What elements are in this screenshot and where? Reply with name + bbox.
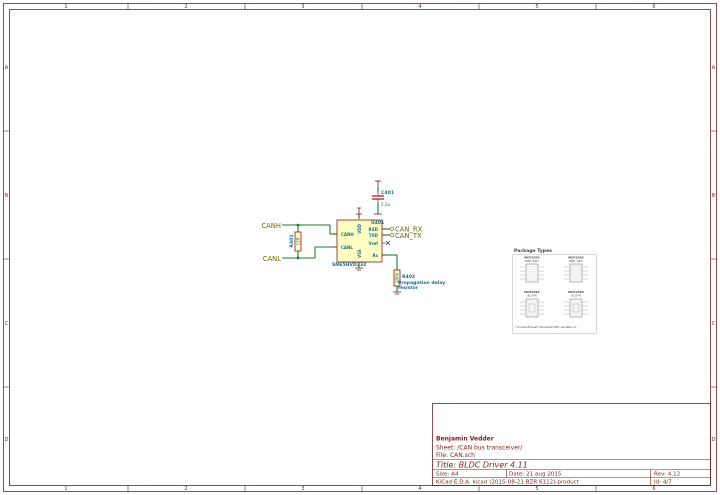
column-label-5: 5 [535,4,538,10]
package-1-chip-icon [525,263,539,283]
package-4-type: 8L DFN [571,294,580,298]
title-block-rev: Rev: 4.12 [654,472,680,478]
package-1-name: MCP2551 [524,256,540,260]
u401-pin-vref: Vref [368,241,378,246]
u401-pin-rxd: RXD [369,227,379,232]
package-3-chip-icon [525,298,539,318]
u401-body [336,219,383,263]
title-block-size: Size: A4 [436,472,459,478]
u401-pin-canh: CANH [341,232,354,237]
package-2-type: PDIP, SOIC [569,259,583,263]
column-label-1: 1 [64,4,67,10]
r401-body [294,231,302,252]
r402-body [393,269,401,287]
drawing-frame: 1 2 3 4 5 6 1 2 3 4 5 6 A B C D A B C D [3,3,717,492]
title-block-file: File: CAN.sch [436,452,475,459]
title-block-id: Id: 4/7 [654,480,672,486]
junction-canl [296,256,300,260]
net-label-canh: CANH [261,222,281,230]
title-block-date: Date: 21 aug 2015 [509,472,562,478]
u401-pin-rs: Rs [373,253,379,258]
package-inset-frame [512,254,597,334]
row-label-d-right: D [712,437,716,443]
column-label-5-bottom: 5 [535,486,538,492]
row-label-b-right: B [712,193,716,199]
row-label-d: D [5,437,9,443]
column-label-6-bottom: 6 [652,486,655,492]
net-labels: CANH CANL CAN_RX CAN_TX [261,222,422,263]
title-block: Benjamin Vedder Sheet: /CAN bus transcei… [432,403,711,486]
package-3-name: MCP2561 [524,290,540,294]
r402-note-line-2: resistor [398,285,419,291]
column-label-6: 6 [652,4,655,10]
r401-ref: R401 [289,234,295,247]
label-connector-rx-icon [389,226,395,232]
package-1-type: PDIP, SOIC [525,259,539,263]
package-2-name: MCP2562 [568,256,584,260]
title-block-sheet: Sheet: /CAN bus transceiver/ [436,445,523,452]
c401-ref: C401 [381,190,394,196]
column-label-2: 2 [184,4,187,10]
column-label-4-bottom: 4 [418,486,421,492]
net-label-can-rx: CAN_RX [395,226,423,234]
u401-pin-txd: TXD [369,233,379,238]
r402-value: 100k [395,272,400,283]
power-symbols [355,180,401,295]
net-label-can-tx: CAN_TX [395,232,422,240]
junctions [296,223,300,260]
row-label-a-right: A [712,65,716,71]
u401-ref: U401 [371,220,384,226]
label-connector-tx-icon [389,232,395,238]
r401-resistor: R401 120 [289,231,302,252]
r402-resistor: R402 100k Propagation delay resistor [393,269,445,291]
column-label-2-bottom: 2 [184,486,187,492]
r402-note-line-1: Propagation delay [398,280,445,286]
junction-canh [296,223,300,227]
net-label-canl: CANL [263,255,281,263]
package-4-name: MCP2562 [568,290,584,294]
row-label-c-right: C [712,321,716,327]
title-block-title: Title: BLDC Driver 4.11 [436,461,528,470]
package-types-inset: Package Types MCP2551 PDIP, SOIC MCP2562… [512,248,597,334]
row-label-c: C [5,321,9,327]
column-label-3-bottom: 3 [301,486,304,492]
row-label-b: B [5,193,9,199]
u401-value: SN65HVD232 [332,262,366,268]
c401-value: 2.2u [381,202,391,207]
package-2-chip-icon [569,263,583,283]
title-block-tool: KiCad E.D.A. kicad (2015-08-21 BZR 6112)… [436,480,580,486]
u401-pin-vss: VSS [357,249,362,258]
package-3-type: 8L DFN [527,294,536,298]
c401-capacitor: C401 2.2u [372,190,394,207]
package-4-chip-icon [569,298,583,318]
u401-pin-vdd: VDD [357,223,362,233]
row-label-a: A [5,65,9,71]
u401-transceiver: CANH CANL VDD VSS RXD TXD Vref Rs U401 S… [332,219,391,268]
package-inset-footnote: * Includes Exposed Thermal Pad (EP); see… [515,326,577,329]
column-label-4: 4 [418,4,421,10]
r401-value: 120 [296,237,301,245]
r402-ref: R402 [402,274,415,280]
package-inset-title: Package Types [514,248,552,254]
column-label-3: 3 [301,4,304,10]
u401-pin-canl: CANL [341,245,353,250]
title-block-author: Benjamin Vedder [436,436,494,443]
column-label-1-bottom: 1 [64,486,67,492]
